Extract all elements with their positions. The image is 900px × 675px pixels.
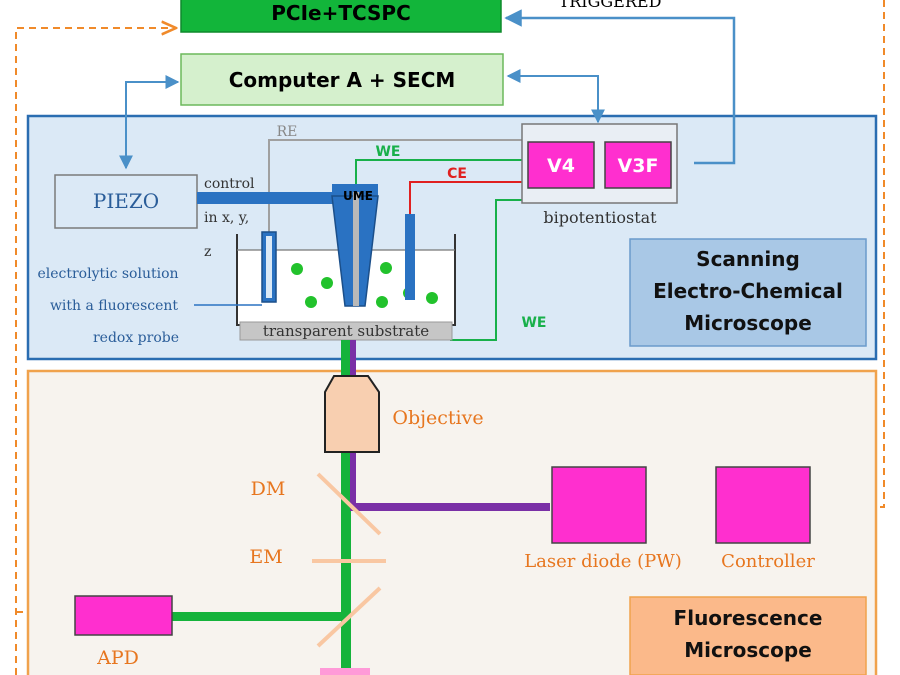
piezo-box (54, 174, 198, 229)
secm-title-line-1: Scanning (696, 247, 800, 271)
v4-label: V4 (547, 155, 575, 177)
apd-label: APD (96, 647, 139, 669)
secm-title-box (629, 238, 867, 347)
control-text-1: control (204, 176, 255, 192)
lower-mirror (316, 586, 382, 648)
solution-text-2: with a fluorescent (50, 298, 178, 314)
counter-electrode (405, 214, 415, 300)
re-label: RE (277, 124, 298, 140)
communication-arrows (119, 9, 736, 170)
pcie-tcspc-label: PCIe+TCSPC (271, 1, 411, 25)
dichroic-mirror (316, 472, 382, 536)
v3f-label: V3F (618, 155, 659, 177)
piezo-arm (197, 192, 352, 204)
green-emission-beam (341, 340, 351, 675)
computer-secm-label: Computer A + SECM (229, 68, 456, 92)
bipotentiostat-label: bipotentiostat (543, 208, 657, 227)
ce-label: CE (447, 166, 467, 182)
ume-label: UME (343, 189, 373, 203)
pcie-tcspc-box (180, 0, 502, 33)
green-beam-to-apd (172, 612, 350, 621)
fluorescence-title-line-1: Fluorescence (674, 606, 823, 630)
fluorescence-title-line-2: Microscope (684, 638, 812, 662)
fluorescence-title-box (629, 596, 867, 675)
apd-box (74, 595, 173, 636)
computer-secm-box (180, 53, 504, 106)
solution-text-1: electrolytic solution (37, 266, 178, 282)
ume-holder (332, 184, 378, 196)
control-text-2: in x, y, (204, 210, 249, 226)
reference-electrode-inner (266, 236, 272, 298)
triggered-label: TRIGGERED (559, 0, 662, 11)
objective-lens (324, 375, 380, 453)
secm-title-line-3: Microscope (684, 311, 812, 335)
ume-wire (353, 192, 359, 306)
objective-label: Objective (392, 407, 483, 429)
laser-diode-label: Laser diode (PW) (524, 551, 682, 572)
bottom-detector (320, 668, 370, 675)
purple-excitation-beam-horizontal (350, 503, 550, 511)
em-label: EM (249, 546, 282, 568)
control-text-3: z (204, 244, 211, 260)
v4-box (527, 141, 595, 189)
substrate-label: transparent substrate (263, 322, 429, 340)
dm-label: DM (251, 478, 286, 500)
solution-text-3: redox probe (93, 330, 179, 346)
laser-diode-box (551, 466, 647, 544)
we-top-label: WE (375, 144, 400, 160)
controller-label: Controller (721, 551, 815, 572)
piezo-label: PIEZO (93, 189, 159, 213)
we-bottom-label: WE (521, 315, 546, 331)
controller-box (715, 466, 811, 544)
secm-title-line-2: Electro-Chemical (653, 279, 843, 303)
v3f-box (604, 141, 672, 189)
